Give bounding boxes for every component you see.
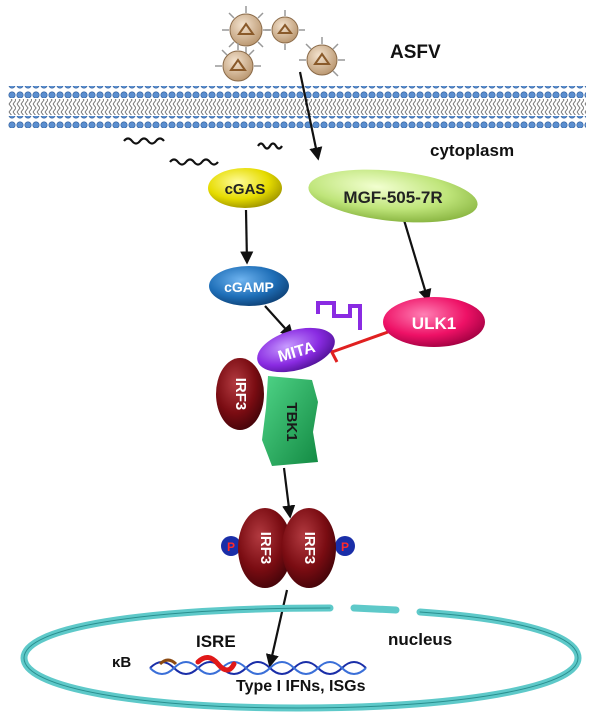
irf3-dimer: P P IRF3 IRF3 xyxy=(221,508,355,588)
arrow-mgf-to-ulk1 xyxy=(402,219,432,303)
irf3-right-label: IRF3 xyxy=(301,532,318,565)
mita-loop xyxy=(316,301,362,330)
phosphate-right xyxy=(335,536,355,556)
arrow-irf3-to-dna xyxy=(265,589,289,668)
cytoplasm-label: cytoplasm xyxy=(430,141,514,160)
cgamp-node: cGAMP xyxy=(209,266,289,306)
virus-icon xyxy=(265,10,305,50)
inhibition-ulk1-mita xyxy=(324,330,389,363)
mita-node: MITA xyxy=(257,327,335,373)
virus-icon xyxy=(215,43,261,82)
cell-membrane xyxy=(8,86,586,128)
isre-label: ISRE xyxy=(196,632,236,651)
arrow-cgamp-to-mita xyxy=(264,305,294,338)
virus-particles xyxy=(215,6,345,82)
type-ifn-label: Type I IFNs, ISGs xyxy=(236,678,366,695)
irf3-left-shape xyxy=(238,508,292,588)
kb-label: κB xyxy=(112,654,131,671)
nucleus-envelope xyxy=(20,604,582,712)
ulk1-node: ULK1 xyxy=(383,297,485,347)
cgas-label: cGAS xyxy=(225,181,266,198)
cgas-node: cGAS xyxy=(208,168,282,208)
isre-site xyxy=(195,655,237,673)
irf3-node: IRF3 xyxy=(216,358,264,430)
arrow-tbk1-to-irf3 xyxy=(282,467,296,519)
mgf-505-7r-node: MGF-505-7R xyxy=(308,169,478,223)
viral-dna-fragments xyxy=(123,137,283,166)
arrow-cgas-to-cgamp xyxy=(240,209,254,265)
arrow-asfv-to-mgf xyxy=(298,71,323,161)
cgamp-label: cGAMP xyxy=(224,279,274,295)
phosphate-left xyxy=(221,536,241,556)
ulk1-label: ULK1 xyxy=(412,314,456,333)
asfv-label: ASFV xyxy=(390,42,441,63)
nucleus-label: nucleus xyxy=(388,630,452,649)
irf3-label: IRF3 xyxy=(232,378,249,411)
pathway-arrows xyxy=(240,71,432,668)
tbk1-node: TBK1 xyxy=(262,376,318,466)
phos-left-label: P xyxy=(227,540,235,554)
tbk1-label: TBK1 xyxy=(283,402,300,441)
irf3-left-label: IRF3 xyxy=(257,532,274,565)
mgf-label: MGF-505-7R xyxy=(343,188,442,207)
virus-icon xyxy=(299,37,345,77)
dna-helix xyxy=(149,655,367,675)
phos-right-label: P xyxy=(341,540,349,554)
virus-icon xyxy=(222,6,270,54)
irf3-right-shape xyxy=(282,508,336,588)
